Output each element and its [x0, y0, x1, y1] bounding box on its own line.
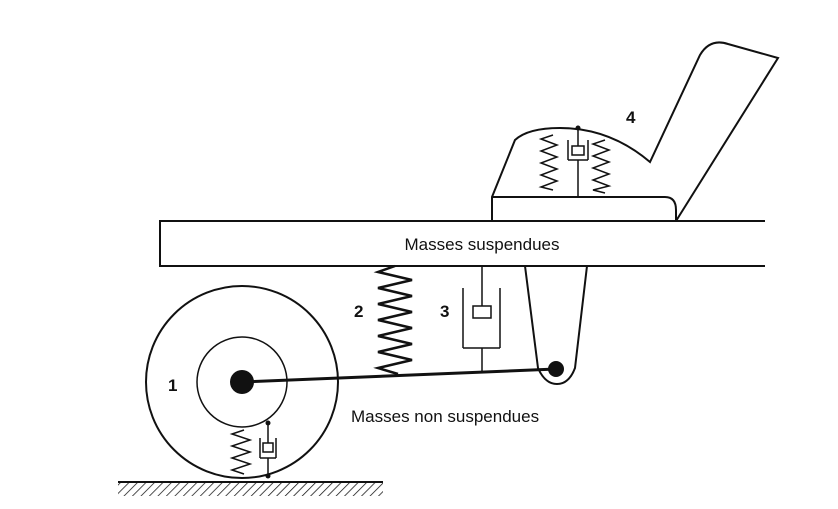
main-spring [373, 264, 413, 376]
seat [491, 41, 780, 222]
sprung-mass-label: Masses suspendues [405, 235, 560, 254]
suspension-arm [241, 367, 557, 384]
tire-damper [259, 420, 277, 479]
wheel-marker: 1 [168, 376, 177, 395]
ground [118, 481, 383, 496]
seat-spring-right [590, 139, 612, 194]
main-damper [462, 266, 501, 372]
tire-spring [229, 429, 253, 475]
spring-marker: 2 [354, 302, 363, 321]
arm-pivot [548, 361, 564, 377]
unsprung-mass-label: Masses non suspendues [351, 407, 539, 426]
seat-marker: 4 [626, 108, 636, 127]
seat-damper [567, 125, 589, 197]
seat-spring-left [538, 134, 560, 191]
damper-marker: 3 [440, 302, 449, 321]
chassis-bar [159, 220, 765, 267]
arm-bracket [524, 265, 588, 386]
wheel-hub [230, 370, 254, 394]
wheel [145, 285, 339, 479]
